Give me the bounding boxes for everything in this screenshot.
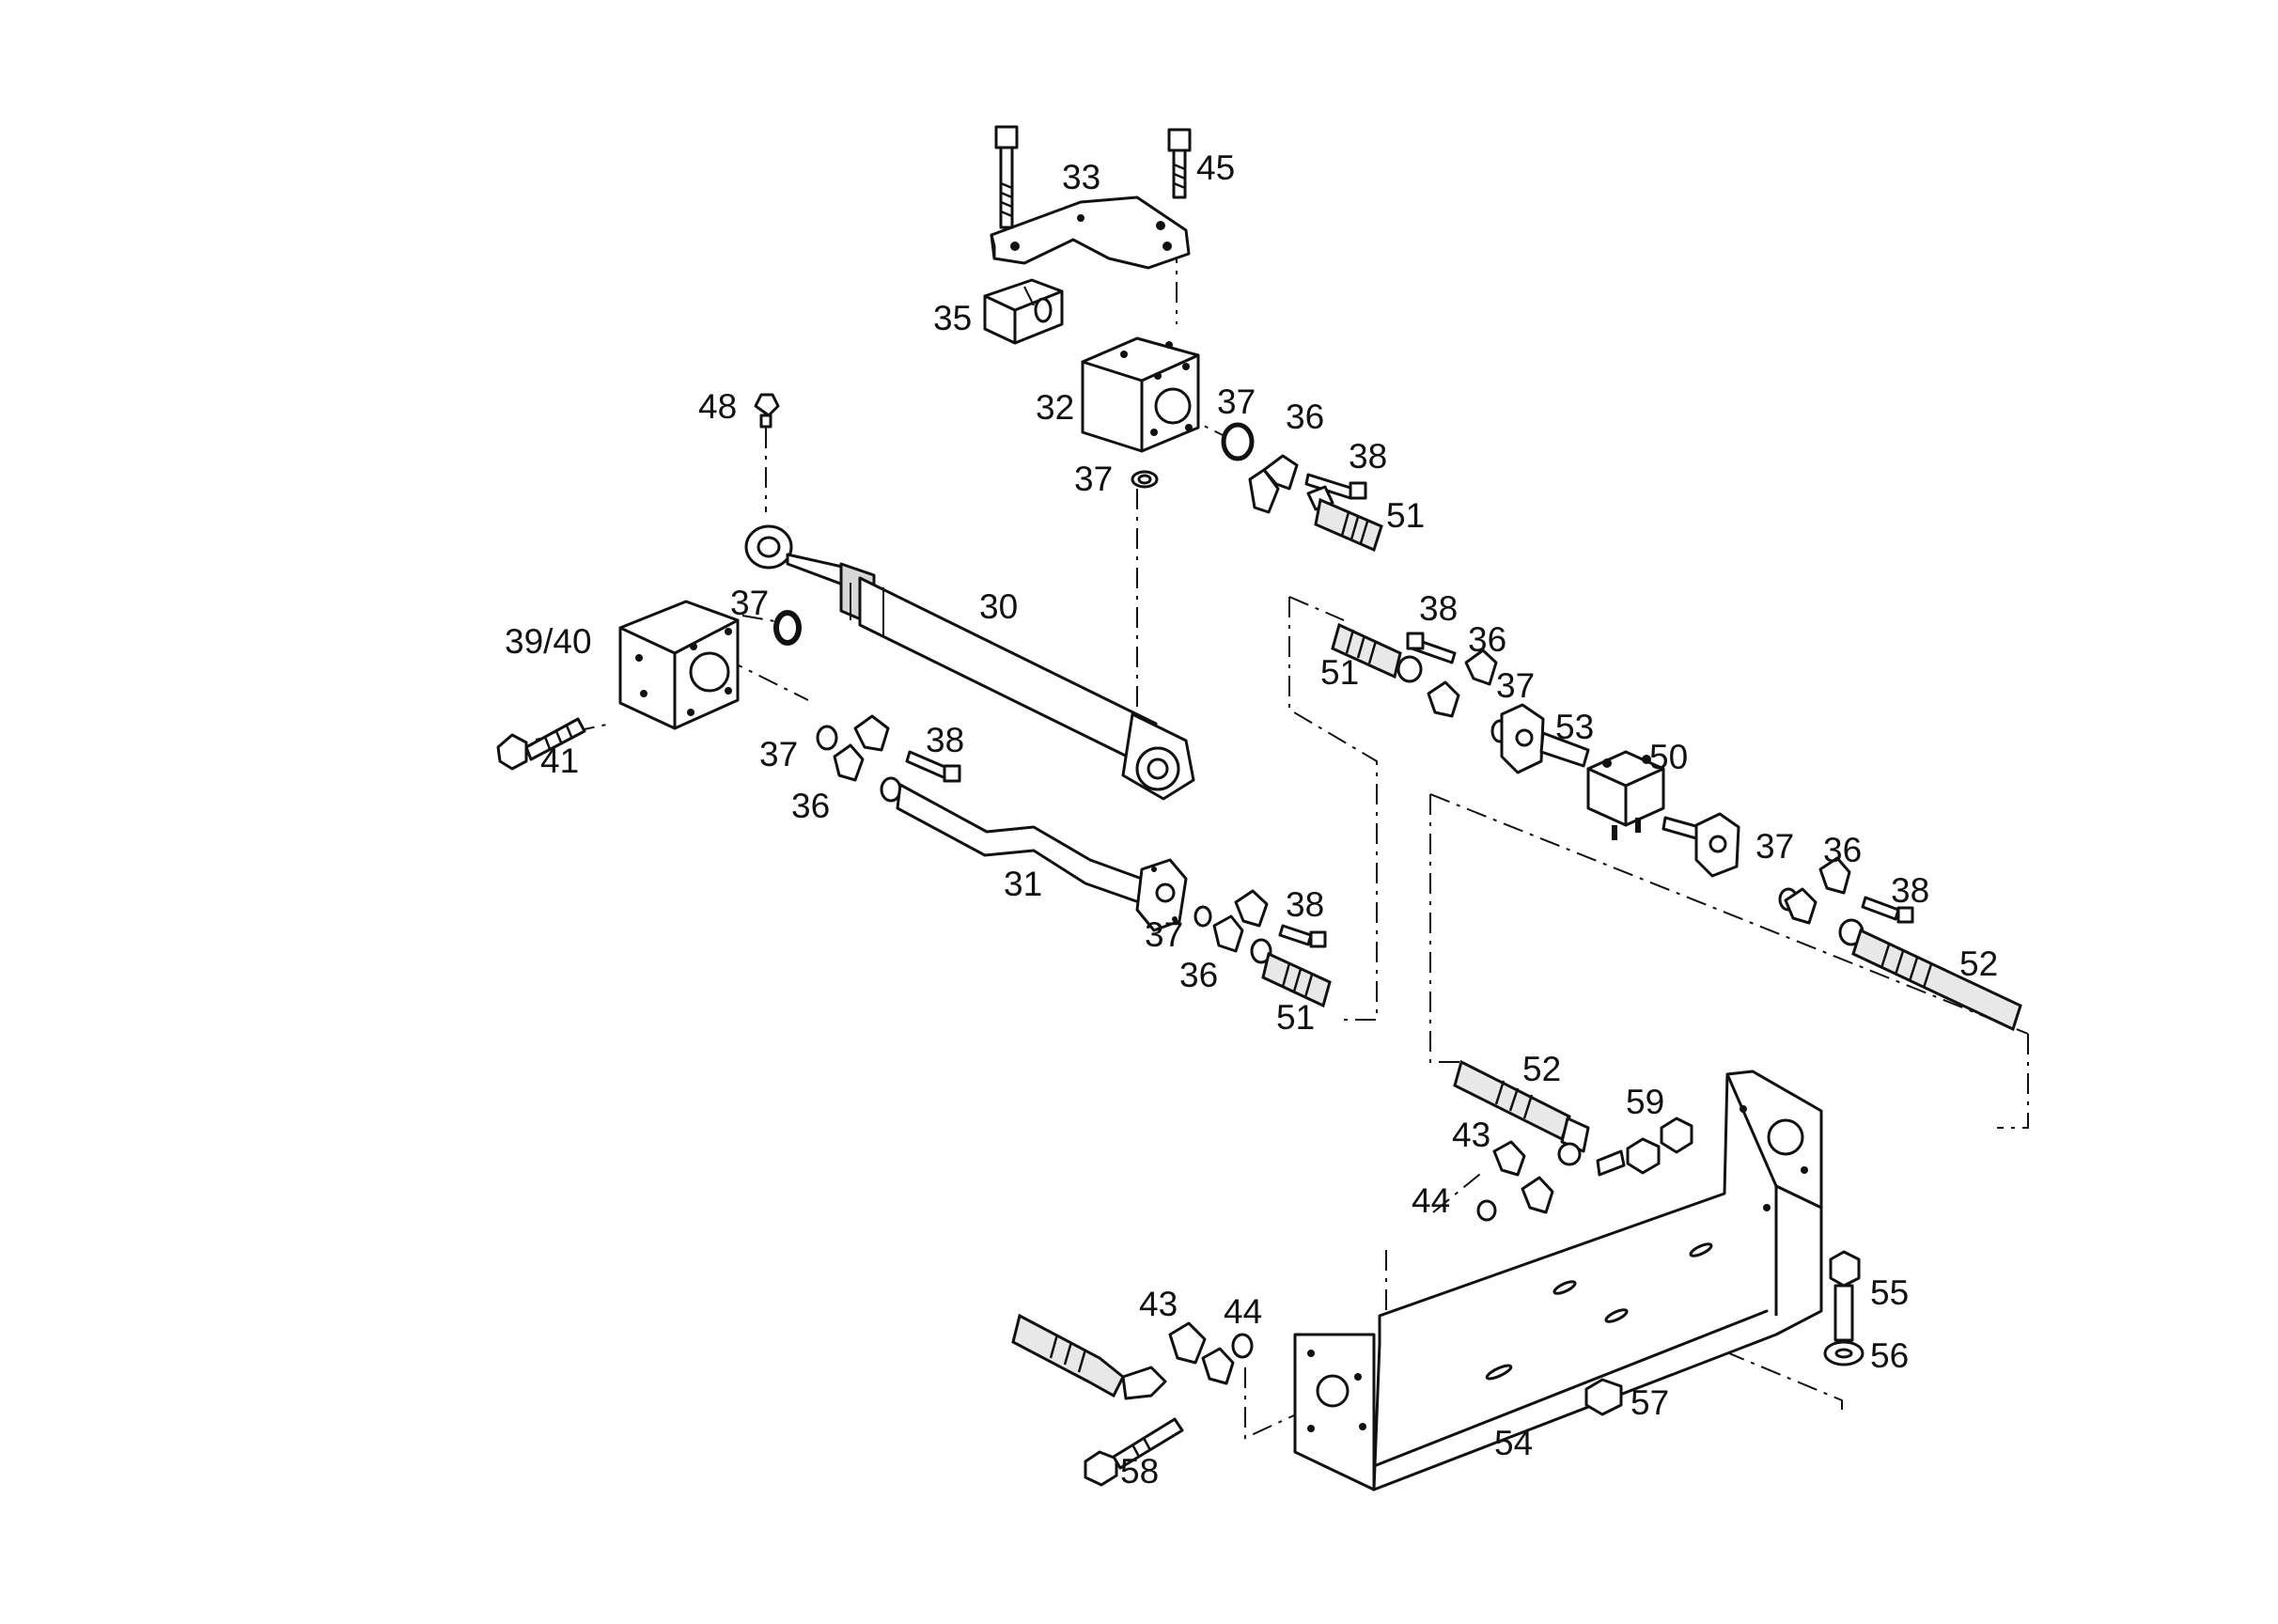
washer-icon bbox=[1823, 1340, 1865, 1366]
callout-labels: 30 31 32 33 35 36 36 36 36 36 37 37 37 3… bbox=[505, 148, 1998, 1491]
hose-fitting-51 bbox=[1331, 622, 1423, 683]
o-ring-icon bbox=[773, 422, 1799, 1359]
clamp-block-35 bbox=[983, 278, 1064, 345]
flange-fitting bbox=[1662, 812, 1740, 878]
label-58: 58 bbox=[1120, 1452, 1159, 1491]
label-43a: 43 bbox=[1452, 1116, 1490, 1154]
label-52b: 52 bbox=[1522, 1050, 1561, 1088]
label-59: 59 bbox=[1626, 1083, 1664, 1121]
pipe-31 bbox=[880, 776, 1188, 932]
hose-52 bbox=[1838, 918, 2022, 1032]
hose-assembly bbox=[1011, 1313, 1167, 1400]
bracket-plate-33 bbox=[990, 195, 1191, 270]
label-51b: 51 bbox=[1320, 653, 1359, 692]
hose-52 bbox=[1453, 1059, 1590, 1166]
label-39-40: 39/40 bbox=[505, 622, 592, 661]
label-37c: 37 bbox=[730, 584, 769, 622]
label-38a: 38 bbox=[1349, 437, 1387, 476]
label-53: 53 bbox=[1555, 708, 1594, 746]
nut-icon bbox=[1584, 1378, 1623, 1416]
label-30: 30 bbox=[979, 587, 1018, 626]
bolt-icon bbox=[1167, 128, 1192, 199]
label-43b: 43 bbox=[1139, 1285, 1178, 1323]
label-52a: 52 bbox=[1959, 945, 1998, 983]
label-37a: 37 bbox=[1217, 383, 1256, 421]
split-flange-icon bbox=[833, 454, 1851, 1385]
grease-nipple-48 bbox=[754, 393, 780, 429]
hose-fitting-51 bbox=[1306, 485, 1383, 553]
label-54: 54 bbox=[1494, 1424, 1533, 1462]
clamp-50 bbox=[1586, 750, 1665, 840]
label-36c: 36 bbox=[1179, 956, 1218, 994]
label-33: 33 bbox=[1062, 158, 1100, 196]
hydraulic-cylinder-30 bbox=[744, 524, 1195, 801]
label-36e: 36 bbox=[1823, 831, 1862, 869]
mounting-bracket-54 bbox=[1293, 1070, 1823, 1491]
nut-icon bbox=[1596, 1116, 1693, 1177]
label-37f: 37 bbox=[1496, 666, 1535, 705]
bolt-icon bbox=[496, 717, 586, 771]
label-31: 31 bbox=[1004, 865, 1042, 903]
label-37g: 37 bbox=[1755, 827, 1794, 866]
label-51a: 51 bbox=[1386, 496, 1425, 535]
label-38e: 38 bbox=[1891, 871, 1929, 910]
label-36d: 36 bbox=[1468, 620, 1506, 659]
label-37d: 37 bbox=[759, 735, 798, 773]
label-38b: 38 bbox=[926, 721, 964, 759]
label-51c: 51 bbox=[1276, 998, 1315, 1037]
label-56: 56 bbox=[1870, 1336, 1909, 1375]
label-48: 48 bbox=[698, 387, 737, 426]
label-45: 45 bbox=[1196, 148, 1235, 187]
cube-block-32 bbox=[1081, 336, 1200, 453]
label-38c: 38 bbox=[1419, 589, 1458, 628]
cube-block-39-40 bbox=[618, 600, 740, 730]
label-55: 55 bbox=[1870, 1273, 1909, 1312]
label-35: 35 bbox=[933, 299, 972, 337]
label-41: 41 bbox=[540, 742, 579, 780]
bolt-icon bbox=[994, 125, 1019, 229]
label-44b: 44 bbox=[1224, 1292, 1262, 1331]
label-57: 57 bbox=[1630, 1383, 1669, 1422]
bolt-icon bbox=[1829, 1250, 1861, 1342]
bolt-icon bbox=[905, 473, 1914, 948]
label-36b: 36 bbox=[791, 787, 830, 825]
label-38d: 38 bbox=[1286, 885, 1324, 924]
label-50: 50 bbox=[1649, 738, 1688, 776]
hose-fitting-51 bbox=[1250, 938, 1332, 1008]
label-44a: 44 bbox=[1412, 1181, 1450, 1220]
flange-fitting-53 bbox=[1500, 703, 1590, 774]
label-37e: 37 bbox=[1145, 915, 1183, 954]
label-32: 32 bbox=[1036, 388, 1074, 427]
label-36a: 36 bbox=[1286, 398, 1324, 436]
bolt-icon bbox=[1084, 1417, 1184, 1487]
label-37b: 37 bbox=[1074, 460, 1113, 498]
